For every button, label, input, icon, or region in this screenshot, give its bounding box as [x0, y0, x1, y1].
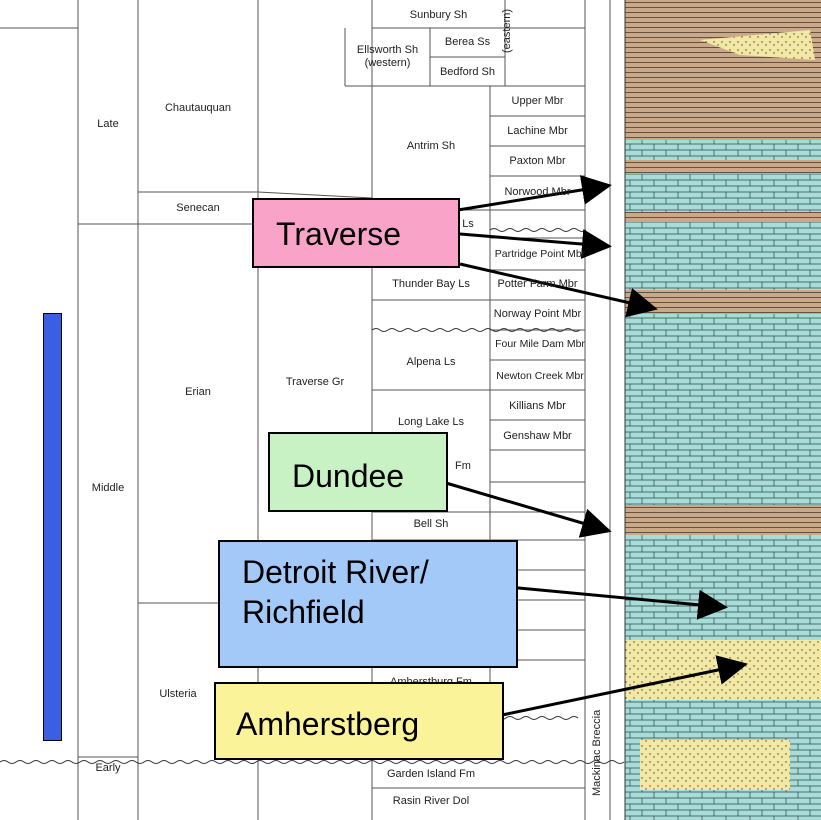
epoch-middle: Middle — [91, 482, 125, 494]
lithology-column — [624, 0, 821, 820]
fm-bell: Bell Sh — [413, 518, 449, 530]
fm-fm-partial: Fm — [455, 460, 471, 472]
fm-sunbury: Sunbury Sh — [409, 9, 468, 21]
fm-rasin-river: Rasin River Dol — [392, 795, 470, 807]
member-potter-farm: Potter Farm Mbr — [497, 278, 578, 290]
epoch-late: Late — [97, 118, 119, 130]
member-newton-creek: Newton Creek Mbr — [496, 370, 584, 382]
fm-berea: Berea Ss — [444, 36, 491, 48]
epoch-early: Early — [95, 762, 121, 774]
range-bar — [43, 313, 62, 741]
callout-amherstberg: Amherstberg — [214, 682, 504, 760]
fm-antrim: Antrim Sh — [406, 140, 456, 152]
age-ulsteria: Ulsteria — [159, 688, 197, 700]
age-senecan: Senecan — [176, 202, 220, 214]
fm-ellsworth: Ellsworth Sh (western) — [356, 44, 419, 69]
age-chautauquan: Chautauquan — [164, 102, 232, 114]
member-norway-point: Norway Point Mbr — [493, 308, 582, 320]
member-upper: Upper Mbr — [511, 95, 564, 107]
member-genshaw: Genshaw Mbr — [503, 430, 572, 442]
member-partridge-point: Partridge Point Mbr — [494, 248, 586, 260]
callout-detroit: Detroit River/ Richfield — [218, 540, 518, 668]
fm-bedford: Bedford Sh — [439, 66, 496, 78]
fm-ls-partial: Ls — [462, 218, 474, 230]
member-killians: Killians Mbr — [509, 400, 566, 412]
member-lachine: Lachine Mbr — [507, 125, 568, 137]
callout-traverse: Traverse — [252, 198, 460, 268]
member-paxton: Paxton Mbr — [509, 155, 566, 167]
group-traverse: Traverse Gr — [285, 376, 345, 388]
fm-long-lake: Long Lake Ls — [397, 416, 465, 428]
fm-alpena: Alpena Ls — [406, 356, 456, 368]
fm-mackinac: Mackinac Breccia — [591, 709, 603, 796]
member-four-mile-dam: Four Mile Dam Mbr — [495, 338, 585, 350]
callout-dundee: Dundee — [268, 432, 448, 512]
age-erian: Erian — [185, 386, 211, 398]
arrows — [445, 175, 748, 717]
member-norwood: Norwood Mbr — [504, 186, 571, 198]
fm-eastern: (eastern) — [501, 8, 513, 53]
fm-thunder-bay: Thunder Bay Ls — [392, 278, 470, 290]
fm-garden-island: Garden Island Fm — [386, 768, 476, 780]
